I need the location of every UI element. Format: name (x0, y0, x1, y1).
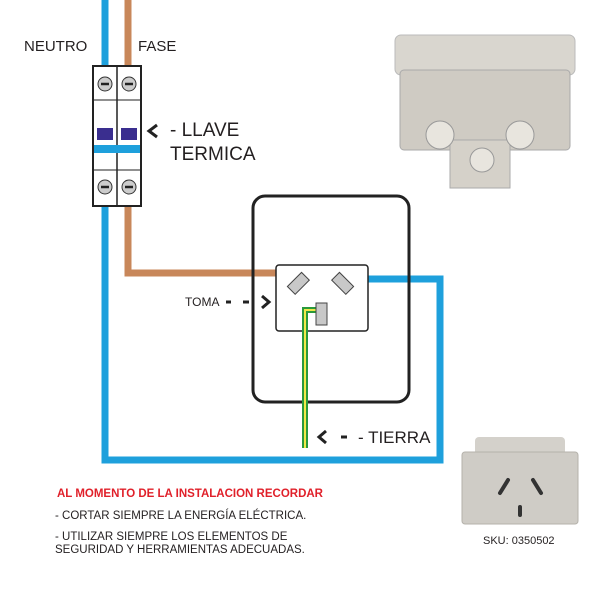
fase-label: FASE (138, 38, 177, 55)
breaker-label-line1: - LLAVE (170, 120, 240, 141)
neutral-wire (101, 0, 444, 464)
outlet-plate (251, 194, 411, 404)
breaker (92, 65, 142, 207)
earth-label: - TIERRA (358, 428, 431, 447)
arrow-icon (146, 123, 327, 445)
sku-label: SKU: 0350502 (483, 535, 555, 547)
note-item: SEGURIDAD Y HERRAMIENTAS ADECUADAS. (55, 544, 305, 556)
note-item: - UTILIZAR SIEMPRE LOS ELEMENTOS DE (55, 531, 288, 543)
notes-heading: AL MOMENTO DE LA INSTALACION RECORDAR (57, 488, 323, 500)
neutro-label: NEUTRO (24, 38, 88, 55)
note-item: - CORTAR SIEMPRE LA ENERGÍA ELÉCTRICA. (55, 510, 307, 522)
module-rear-photo (394, 34, 576, 189)
socket-front-photo (461, 437, 579, 525)
terminal-icon (286, 271, 355, 326)
outlet-label: TOMA (185, 295, 220, 309)
breaker-label-line2: TERMICA (170, 144, 256, 165)
